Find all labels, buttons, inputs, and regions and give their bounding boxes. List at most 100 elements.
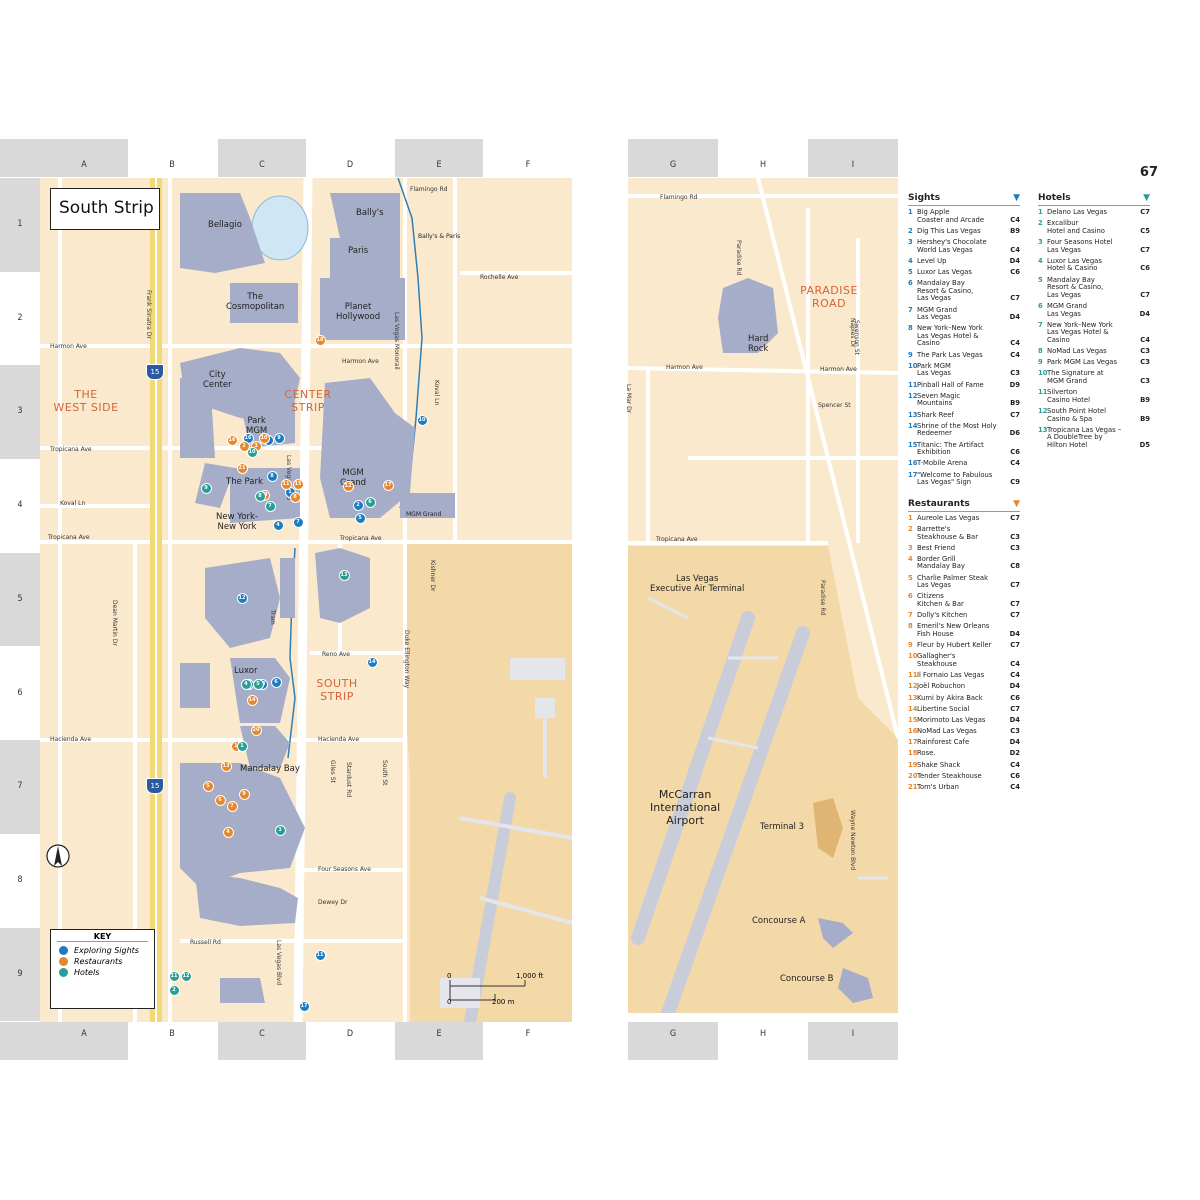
restaurants-marker[interactable]: 12 — [342, 480, 354, 492]
hotels-marker[interactable]: 1 — [236, 740, 248, 752]
hotels-marker[interactable]: 9 — [200, 482, 212, 494]
hotels-marker[interactable]: 3 — [274, 824, 286, 836]
restaurants-marker[interactable]: 21 — [236, 462, 248, 474]
sights-marker[interactable]: 4 — [272, 519, 284, 531]
restaurants-marker[interactable]: 16 — [226, 434, 238, 446]
hotels-marker[interactable]: 5 — [252, 678, 264, 690]
restaurants-marker[interactable]: 13 — [220, 760, 232, 772]
entry-name: Gallagher's Steakhouse — [917, 652, 957, 668]
hotels-marker[interactable]: 12 — [180, 970, 192, 982]
hotels-marker[interactable]: 8 — [254, 490, 266, 502]
sights-marker[interactable]: 5 — [354, 512, 366, 524]
restaurants-marker[interactable]: 11 — [280, 478, 292, 490]
hotels-marker[interactable]: 7 — [264, 500, 276, 512]
sights-marker[interactable]: 10 — [416, 414, 428, 426]
hotels-marker[interactable]: 13 — [338, 569, 350, 581]
restaurants-marker[interactable]: 9 — [238, 788, 250, 800]
restaurants-marker[interactable]: 4 — [222, 826, 234, 838]
sights-marker[interactable]: 11 — [314, 949, 326, 961]
restaurants-marker[interactable]: 17 — [382, 479, 394, 491]
sights-marker[interactable]: 17 — [298, 1000, 310, 1012]
restaurants-marker[interactable]: 5 — [202, 780, 214, 792]
marker-number: 3 — [254, 442, 258, 449]
restaurants-marker[interactable]: 10 — [258, 432, 270, 444]
sights-marker[interactable]: 12 — [236, 592, 248, 604]
restaurants-marker[interactable]: 2 — [238, 440, 250, 452]
restaurants-marker[interactable]: 7 — [226, 800, 238, 812]
sights-marker[interactable]: 9 — [273, 432, 285, 444]
sights-marker[interactable]: 14 — [366, 656, 378, 668]
restaurants-marker[interactable]: 20 — [250, 724, 262, 736]
sights-marker[interactable]: 2 — [352, 499, 364, 511]
restaurants-marker[interactable]: 14 — [246, 694, 258, 706]
hotels-marker[interactable]: 11 — [168, 970, 180, 982]
paradise-road-map[interactable] — [628, 178, 898, 1013]
sights-marker[interactable]: 8 — [266, 470, 278, 482]
entry-grid-ref: C3 — [1010, 543, 1020, 552]
hotels-marker[interactable]: 6 — [364, 496, 376, 508]
entry-number: 11 — [1038, 388, 1048, 397]
sights-marker[interactable]: 7 — [292, 516, 304, 528]
sights-marker[interactable]: 6 — [270, 676, 282, 688]
hotels-marker[interactable]: 4 — [240, 678, 252, 690]
hotels-marker[interactable]: 10 — [246, 446, 258, 458]
hotels-marker[interactable]: 2 — [168, 984, 180, 996]
restaurants-marker[interactable]: 15 — [292, 478, 304, 490]
restaurants-marker[interactable]: 18 — [314, 334, 326, 346]
south-strip-map[interactable] — [40, 178, 572, 1022]
restaurants-marker[interactable]: 8 — [289, 491, 301, 503]
restaurants-marker[interactable]: 6 — [214, 794, 226, 806]
